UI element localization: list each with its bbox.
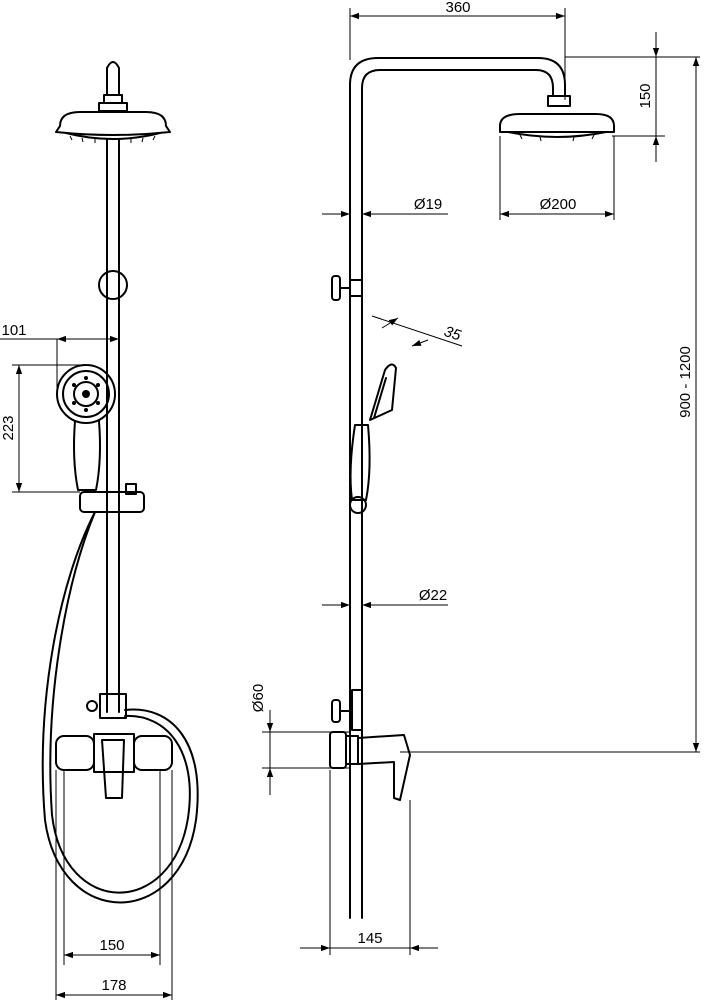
dim-handshower-width: 101	[1, 322, 26, 339]
slide-holder	[79, 491, 145, 513]
dim-wall-offset: 145	[357, 930, 382, 947]
side-view	[329, 57, 615, 919]
dim-pipe-lower-dia: Ø22	[419, 587, 447, 604]
front-view	[41, 61, 199, 904]
overhead-shower-head	[55, 111, 171, 143]
dim-pipe-upper-dia: Ø19	[414, 196, 442, 213]
dim-overall-height: 900 - 1200	[677, 346, 694, 418]
dim-arm-length: 360	[445, 0, 470, 16]
dim-head-dia: Ø200	[540, 196, 577, 213]
dim-mixer-spacing: 150	[99, 937, 124, 954]
dim-mixer-width: 178	[101, 977, 126, 994]
mixer-side	[329, 731, 411, 801]
hand-shower-side	[349, 363, 397, 514]
wall-bracket	[98, 270, 128, 300]
dimension-labels: 360 150 Ø19 Ø200 35 900 - 1200 101 223 Ø…	[0, 0, 694, 994]
dim-handshower-angle: 35	[442, 323, 464, 345]
side-shower-head	[499, 113, 615, 142]
dim-mixer-dia: Ø60	[250, 684, 267, 712]
dimension-lines	[0, 8, 700, 1000]
dim-handshower-height: 223	[0, 415, 17, 440]
mixer-front	[55, 733, 173, 799]
dim-head-drop: 150	[637, 83, 654, 108]
hose	[41, 511, 199, 904]
